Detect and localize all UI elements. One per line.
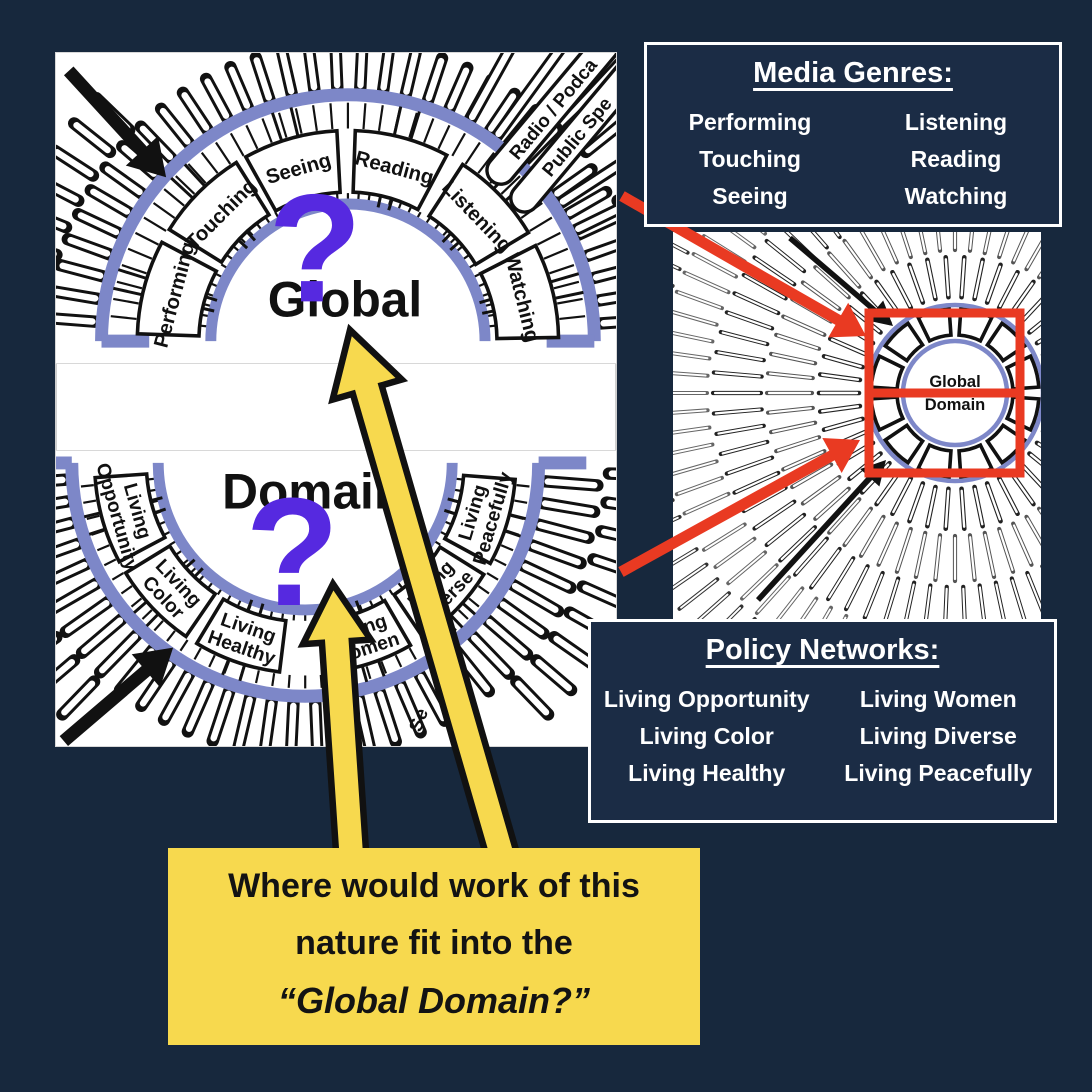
question-caption-box: Where would work of this nature fit into…	[168, 848, 700, 1045]
svg-text:Global: Global	[929, 373, 980, 391]
policy-networks-column-left: Living Opportunity Living Color Living H…	[591, 681, 823, 792]
policy-item: Living Opportunity	[603, 686, 810, 712]
policy-item: Living Peacefully	[844, 760, 1033, 786]
media-genres-title: Media Genres:	[753, 57, 953, 89]
policy-networks-column-right: Living Women Living Diverse Living Peace…	[823, 681, 1055, 792]
policy-networks-box: Policy Networks: Living Opportunity Livi…	[588, 619, 1057, 823]
svg-text:?: ?	[245, 466, 339, 638]
svg-text:Global: Global	[268, 271, 423, 327]
svg-text:Domain: Domain	[925, 396, 986, 414]
policy-item: Living Color	[639, 723, 774, 749]
media-genres-box: Media Genres: Performing Touching Seeing…	[644, 42, 1062, 227]
policy-networks-title: Policy Networks:	[705, 634, 940, 666]
policy-item: Living Diverse	[859, 723, 1017, 749]
genre-item: Watching	[904, 183, 1008, 209]
policy-item: Living Women	[859, 686, 1017, 712]
caption-line: nature fit into the	[295, 924, 573, 962]
caption-line: Where would work of this	[228, 867, 640, 905]
policy-item: Living Healthy	[628, 760, 786, 786]
media-genres-column-right: Listening Reading Watching	[853, 104, 1059, 215]
genre-item: Performing	[688, 109, 812, 135]
caption-line-quote: “Global Domain?”	[277, 980, 590, 1021]
genre-item: Listening	[904, 109, 1008, 135]
svg-text:?: ?	[268, 162, 362, 334]
media-genres-column-left: Performing Touching Seeing	[647, 104, 853, 215]
genre-item: Seeing	[712, 183, 788, 209]
genre-item: Touching	[699, 146, 801, 172]
genre-item: Reading	[910, 146, 1002, 172]
domain-fan-diagram: LivingOpportunityLivingColorLivingHealth…	[55, 450, 617, 747]
